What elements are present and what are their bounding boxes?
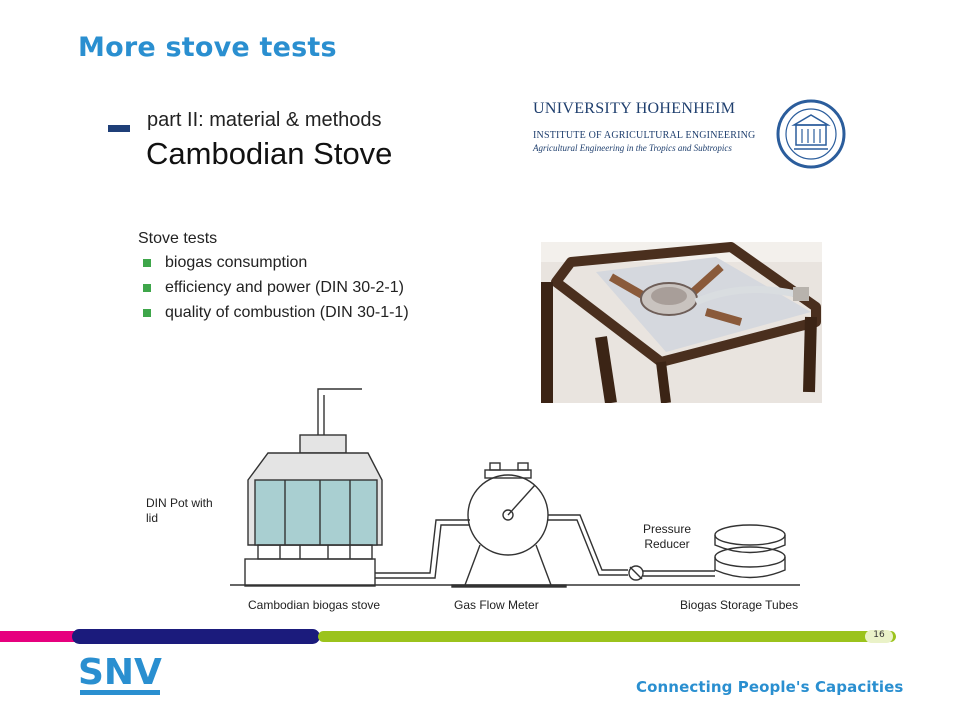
logo-text: SNV — [78, 652, 162, 693]
list-item: biogas consumption — [138, 254, 409, 272]
stove-photo — [541, 242, 822, 403]
list-item: efficiency and power (DIN 30-2-1) — [138, 279, 409, 297]
test-item-label: quality of combustion (DIN 30-1-1) — [165, 304, 409, 321]
page-number: 16 — [873, 630, 885, 640]
setup-schematic — [230, 388, 800, 588]
snv-logo-icon: SNV — [78, 652, 162, 695]
slide-title: More stove tests — [78, 32, 337, 63]
part-label: part II: material & methods — [147, 109, 382, 131]
bullet-icon — [143, 284, 151, 292]
test-item-label: biogas consumption — [165, 254, 308, 271]
university-name: UNIVERSITY HOHENHEIM — [533, 100, 736, 117]
bullet-icon — [143, 309, 151, 317]
stove-tests-heading: Stove tests — [138, 230, 218, 247]
department-name: Agricultural Engineering in the Tropics … — [533, 143, 732, 153]
meter-label: Gas Flow Meter — [454, 598, 539, 612]
test-item-label: efficiency and power (DIN 30-2-1) — [165, 279, 404, 296]
university-header: UNIVERSITY HOHENHEIM INSTITUTE OF AGRICU… — [533, 100, 773, 153]
tagline: Connecting People's Capacities — [636, 678, 904, 696]
university-seal-icon — [776, 99, 846, 169]
storage-label: Biogas Storage Tubes — [680, 598, 799, 612]
footer-color-bar — [0, 629, 896, 644]
reducer-label: Pressure Reducer — [642, 522, 692, 551]
bullet-icon — [143, 259, 151, 267]
stove-heading: Cambodian Stove — [146, 136, 393, 171]
stove-tests-block: Stove tests biogas consumption efficienc… — [138, 230, 409, 329]
stove-tests-list: biogas consumption efficiency and power … — [138, 254, 409, 322]
institute-name: INSTITUTE OF AGRICULTURAL ENGINEERING — [533, 130, 756, 141]
stove-label: Cambodian biogas stove — [248, 598, 381, 612]
list-item: quality of combustion (DIN 30-1-1) — [138, 304, 409, 322]
test-setup-diagram: DIN Pot with lid Cambodian biogas stove … — [140, 385, 840, 620]
section-dash — [108, 125, 130, 132]
pot-label: DIN Pot with lid — [146, 496, 213, 525]
